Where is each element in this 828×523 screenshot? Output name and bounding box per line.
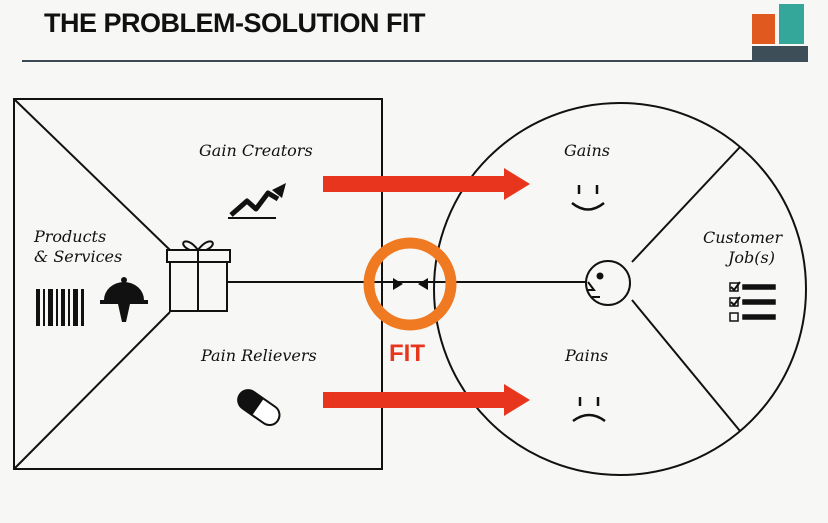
customer-profile [433,102,807,476]
value-map-diagonal-bottom [13,311,171,470]
title-divider [22,60,808,62]
customer-jobs-label-line2: Job(s) [728,248,775,267]
logo-teal-block [779,4,804,44]
cloche-icon [100,277,148,322]
pill-icon [237,389,281,427]
gift-icon [166,240,231,312]
gains-label: Gains [564,141,610,160]
fit-arrowhead-left [393,278,403,290]
value-map-square [13,98,383,470]
products-services-label-line2: & Services [34,247,123,266]
logo-orange-block [752,14,775,44]
profile-divider-top [631,146,741,263]
value-map-diagonal-top [13,98,171,251]
fit-arrowhead-right [418,278,428,290]
customer-head-icon [585,260,631,306]
barcode-icon [36,289,84,326]
gain-creators-label: Gain Creators [199,141,313,160]
pain-relievers-label: Pain Relievers [201,346,317,365]
pain-arrow [323,384,530,416]
fit-label: FIT [389,340,425,367]
happy-face-icon [571,185,605,211]
chart-trend-icon [228,183,286,219]
brand-logo [752,4,808,62]
fit-ring [363,237,457,331]
sad-face-icon [572,397,606,423]
customer-jobs-label-line1: Customer [703,228,783,247]
logo-dark-bar [752,46,808,62]
checklist-icon [729,281,776,322]
value-map [13,98,383,470]
pains-label: Pains [565,346,609,365]
products-services-label-line1: Products [34,227,107,246]
gain-arrow [323,168,530,200]
page-title: THE PROBLEM-SOLUTION FIT [44,8,425,38]
customer-profile-circle [433,102,807,476]
profile-divider-bottom [631,299,741,432]
